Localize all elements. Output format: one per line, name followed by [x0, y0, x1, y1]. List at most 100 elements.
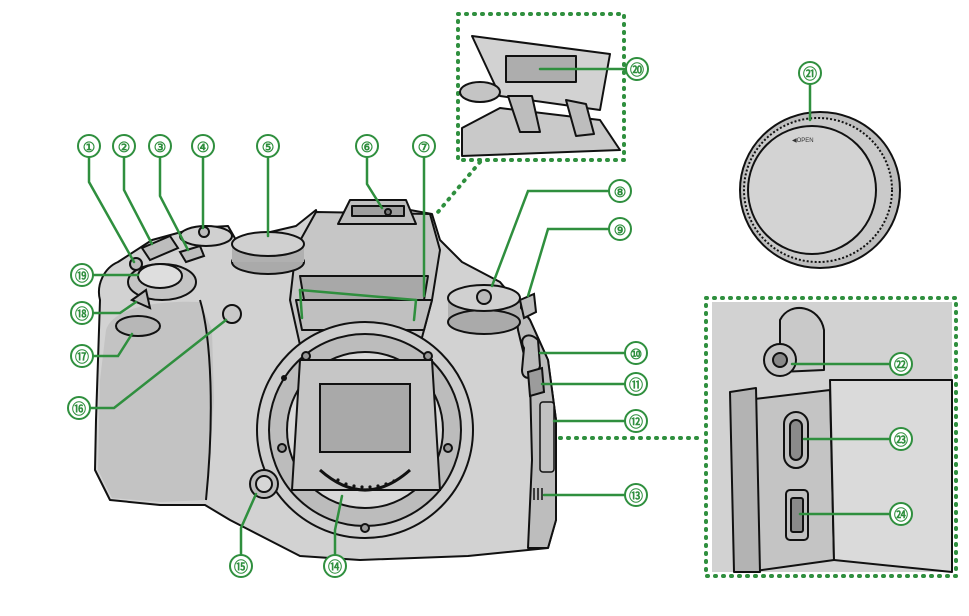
callout-11: ⑪ — [629, 377, 643, 393]
leader-7b — [298, 288, 418, 302]
mic-remote-jack-hole — [772, 352, 788, 368]
body-cap-open-label: ◀OPEN — [792, 138, 814, 144]
lens-mount — [256, 321, 474, 539]
leader-7c — [298, 288, 304, 320]
mode-dial — [231, 231, 305, 275]
rear-command-dial — [447, 284, 521, 335]
front-command-dial — [115, 315, 161, 337]
flash-inset-leader — [436, 160, 482, 214]
callout-10: ⑩ — [630, 346, 643, 362]
hot-shoe-contact — [384, 208, 392, 216]
leader-14 — [333, 494, 344, 557]
leader-7d — [412, 298, 418, 322]
strap-clip — [526, 366, 546, 398]
callout-21-circle — [798, 61, 822, 85]
image-sensor — [319, 383, 411, 453]
callout-20: ⑳ — [630, 62, 644, 78]
on-off-lever — [140, 234, 180, 262]
callout-22-circle — [889, 352, 913, 376]
connector-cover — [539, 401, 555, 473]
af-assist-lamp — [222, 304, 242, 324]
callout-1-circle — [77, 134, 101, 158]
leader-6 — [365, 155, 384, 210]
leader-15 — [239, 492, 258, 557]
callout-4-circle — [191, 134, 215, 158]
leader-8 — [490, 189, 610, 288]
callout-2-circle — [112, 134, 136, 158]
callout-23: ㉓ — [894, 432, 908, 448]
callout-9-circle — [608, 217, 632, 241]
callout-19-circle — [70, 263, 94, 287]
leader-18 — [91, 300, 138, 315]
mount-screw-4 — [443, 443, 453, 453]
callout-13: ⑬ — [629, 488, 643, 504]
strap-eyelet — [520, 334, 542, 379]
callout-20-circle — [625, 57, 649, 81]
callout-16-circle — [67, 396, 91, 420]
callout-7-circle — [412, 134, 436, 158]
rear-dial-center — [476, 289, 492, 305]
usb-c-port-inner — [789, 419, 803, 461]
lens-signal-contacts — [336, 478, 396, 489]
leader-16 — [88, 318, 228, 410]
callout-3: ③ — [154, 139, 167, 155]
callout-6-circle — [355, 134, 379, 158]
function-dial — [179, 225, 233, 247]
control-lever — [518, 292, 538, 320]
callout-21: ㉑ — [803, 66, 817, 82]
callout-17-circle — [70, 344, 94, 368]
mount-screw-2 — [423, 351, 433, 361]
callout-14: ⑭ — [328, 559, 342, 575]
callout-17: ⑰ — [75, 349, 89, 365]
leader-1 — [87, 155, 136, 264]
front-dial-body — [115, 315, 161, 337]
rear-dial-side — [447, 309, 521, 335]
callout-15-circle — [229, 554, 253, 578]
callout-23-circle — [889, 427, 913, 451]
flash-arm — [507, 95, 541, 133]
mount-screw-5 — [360, 523, 370, 533]
grip-edge — [199, 299, 212, 501]
iso-button — [178, 244, 206, 264]
callout-2: ② — [118, 139, 131, 155]
callout-9: ⑨ — [614, 222, 627, 238]
callout-24-circle — [889, 502, 913, 526]
callout-5-circle — [256, 134, 280, 158]
hot-shoe-rail — [351, 205, 405, 217]
callout-1: ① — [83, 139, 96, 155]
callout-15: ⑮ — [234, 559, 248, 575]
lens-release-button — [249, 469, 279, 499]
callout-badges — [67, 57, 913, 578]
callout-4: ④ — [197, 139, 210, 155]
callout-14-circle — [323, 554, 347, 578]
callout-16: ⑯ — [72, 401, 86, 417]
shutter-top — [137, 263, 183, 289]
mount-screw-3 — [277, 443, 287, 453]
callout-8-circle — [608, 179, 632, 203]
callout-10-circle — [624, 341, 648, 365]
mount-index-dot — [281, 375, 287, 381]
callout-12-circle — [624, 409, 648, 433]
flash-inset-dial — [459, 81, 501, 103]
callout-8: ⑧ — [614, 184, 627, 200]
flash-inset — [456, 12, 626, 162]
connector-inset — [704, 296, 958, 578]
callout-11-circle — [624, 372, 648, 396]
mount-contacts-arc — [319, 468, 411, 492]
callout-7: ⑦ — [418, 139, 431, 155]
body-cap — [739, 111, 901, 269]
callout-3-circle — [148, 134, 172, 158]
flash-face — [295, 299, 433, 331]
connector-side — [829, 379, 953, 573]
body-cap-face — [747, 125, 877, 255]
connector-flap — [729, 387, 761, 573]
flash-arm-2 — [565, 99, 595, 137]
leader-3 — [158, 155, 190, 252]
callout-6: ⑥ — [361, 139, 374, 155]
callout-labels: ① ② ③ ④ ⑤ ⑥ ⑦ ⑧ ⑨ ⑩ ⑪ ⑫ ⑬ ⑭ ⑮ ⑯ ⑰ ⑱ ⑲ ⑳ … — [72, 62, 908, 575]
callout-5: ⑤ — [262, 139, 275, 155]
callout-12: ⑫ — [629, 414, 643, 430]
callout-18: ⑱ — [75, 306, 89, 322]
